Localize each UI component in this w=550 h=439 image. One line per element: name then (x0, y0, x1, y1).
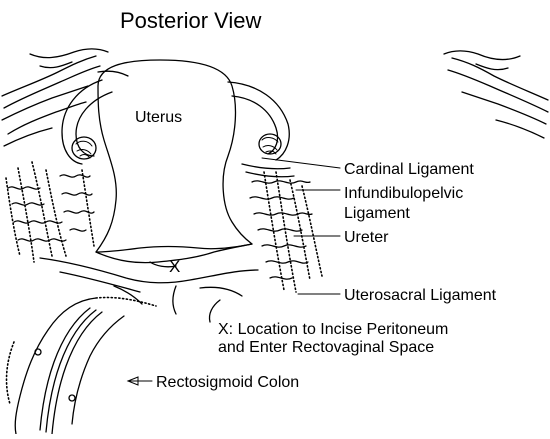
cul-de-sac (40, 244, 258, 322)
uterus: Uterus (96, 60, 252, 252)
right-ligament-fringe (242, 164, 322, 292)
label-infundibulopelvic-line2: Ligament (344, 205, 410, 222)
label-ureter: Ureter (344, 229, 389, 246)
rectosigmoid-colon (7, 297, 156, 434)
right-ovary-icon (259, 134, 281, 154)
diagram-title: Posterior View (120, 8, 262, 33)
incision-marker: X (169, 257, 180, 276)
label-rectosigmoid-colon: Rectosigmoid Colon (156, 374, 299, 391)
label-infundibulopelvic-line1: Infundibulopelvic (344, 185, 463, 202)
left-ovary-icon (72, 137, 96, 159)
note-line-2: and Enter Rectovaginal Space (218, 339, 434, 356)
right-broad-ligament-folds (444, 51, 548, 138)
left-ligament-fringe (6, 162, 94, 262)
label-cardinal-ligament: Cardinal Ligament (344, 161, 474, 178)
left-broad-ligament-folds (2, 49, 108, 146)
uterus-label: Uterus (135, 109, 182, 126)
label-uterosacral-ligament: Uterosacral Ligament (344, 287, 497, 304)
note-line-1: X: Location to Incise Peritoneum (218, 321, 448, 338)
